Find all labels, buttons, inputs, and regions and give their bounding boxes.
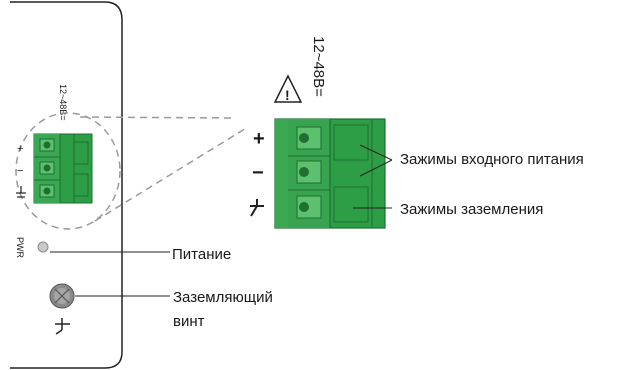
device-plus-label: + — [17, 143, 23, 155]
callout-lines — [50, 144, 393, 297]
zoom-line-bottom — [94, 126, 249, 222]
zoom-line-top — [79, 116, 233, 119]
grounding-terminals-label: Зажимы заземления — [400, 201, 543, 218]
device-voltage-label: 12~48В= — [58, 84, 68, 121]
warning-icon: ! — [273, 74, 303, 103]
warning-symbol: ! — [285, 87, 290, 103]
device-ground-screw-symbol — [55, 318, 70, 335]
connector-voltage-label: 12~48В= — [310, 36, 327, 97]
power-led — [37, 241, 49, 253]
device-minus-label: − — [17, 165, 23, 177]
device-terminal-block — [33, 133, 93, 204]
device-ground-symbol — [16, 186, 26, 198]
device-panel — [10, 1, 123, 369]
connector-ground-symbol — [250, 199, 264, 217]
input-power-terminals-label: Зажимы входного питания — [400, 151, 584, 168]
ground-screw-label-line1: Заземляющий — [173, 289, 273, 306]
ground-screw — [49, 283, 75, 309]
connector-terminal-block — [274, 118, 386, 229]
connector-minus-label: − — [252, 162, 264, 184]
pwr-label: PWR — [15, 237, 25, 258]
connector-plus-label: + — [253, 128, 265, 150]
ground-screw-label-line2: винт — [173, 313, 205, 330]
zoom-circle — [15, 112, 121, 230]
power-label: Питание — [172, 246, 231, 263]
